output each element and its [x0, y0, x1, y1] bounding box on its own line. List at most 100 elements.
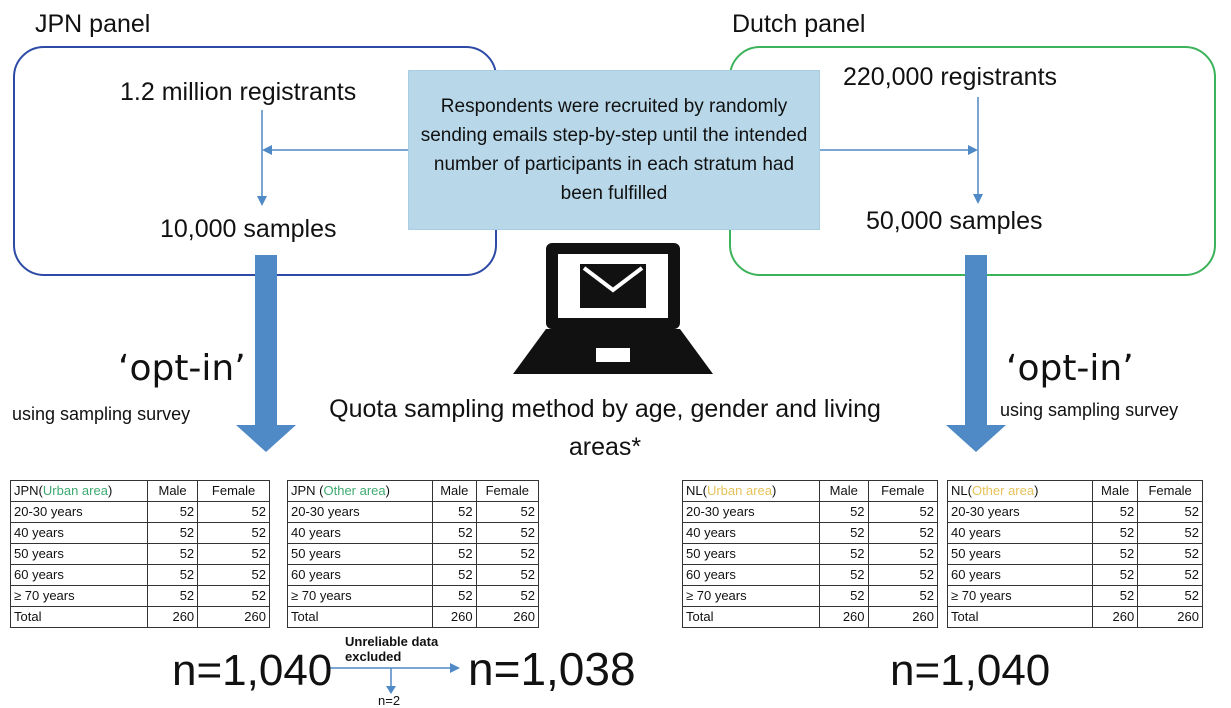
recruitment-note-text: Respondents were recruited by randomly s…	[420, 96, 808, 204]
table-cell: 40 years	[10, 522, 148, 544]
table-cell: 52	[1091, 543, 1139, 565]
table-cell: 260	[867, 606, 939, 628]
jpn-n-final: n=1,038	[468, 643, 636, 695]
jpn-opt-in-sub: using sampling survey	[12, 404, 191, 424]
jpn-other-table: JPN (Other area) Male Female 20-30 years…	[287, 480, 540, 628]
table-cell: 260	[1091, 606, 1139, 628]
table-cell: 52	[1137, 501, 1203, 523]
table-cell: 52	[1137, 585, 1203, 607]
table-cell: 52	[197, 501, 270, 523]
table-cell: 52	[1091, 501, 1139, 523]
jpn-panel-title: JPN panel	[35, 10, 151, 38]
table-header-male: Male	[432, 480, 477, 502]
table-header-row: NL(Urban area) Male Female	[682, 480, 939, 502]
table-cell: 52	[146, 522, 199, 544]
table-cell: 50 years	[682, 543, 820, 565]
table-cell: 40 years	[287, 522, 433, 544]
excluded-label-line2: excluded	[345, 649, 402, 664]
table-header-female: Female	[475, 480, 540, 502]
table-cell: 52	[1091, 522, 1139, 544]
table-cell: 52	[475, 543, 540, 565]
table-cell: Total	[947, 606, 1093, 628]
table-cell: 60 years	[682, 564, 820, 586]
table-cell: 52	[432, 543, 477, 565]
table-header-female: Female	[867, 480, 939, 502]
table-cell: 40 years	[947, 522, 1093, 544]
table-cell: 52	[867, 585, 939, 607]
excluded-label-line1: Unreliable data	[345, 634, 439, 649]
jpn-opt-in-arrow	[236, 255, 296, 452]
table-cell: 260	[475, 606, 540, 628]
dutch-panel-title: Dutch panel	[732, 10, 866, 38]
table-cell: 52	[475, 564, 540, 586]
table-cell: 40 years	[682, 522, 820, 544]
table-cell: 260	[1137, 606, 1203, 628]
table-cell: ≥ 70 years	[947, 585, 1093, 607]
table-cell: 52	[197, 564, 270, 586]
table-cell: 52	[146, 543, 199, 565]
table-cell: 260	[819, 606, 869, 628]
table-cell: 20-30 years	[287, 501, 433, 523]
table-cell: 52	[432, 585, 477, 607]
table-cell: ≥ 70 years	[10, 585, 148, 607]
table-cell: 52	[819, 501, 869, 523]
table-cell: 52	[197, 585, 270, 607]
table-header-row: NL(Other area) Male Female	[947, 480, 1203, 502]
table-cell: 52	[819, 585, 869, 607]
table-cell: 52	[475, 522, 540, 544]
table-header-male: Male	[146, 480, 199, 502]
table-cell: 60 years	[947, 564, 1093, 586]
table-cell: 52	[1137, 522, 1203, 544]
table-cell: 52	[197, 543, 270, 565]
table-header-row: JPN(Urban area) Male Female	[10, 480, 270, 502]
table-header-male: Male	[1091, 480, 1139, 502]
table-cell: 52	[146, 564, 199, 586]
quota-method-text: Quota sampling method by age, gender and…	[329, 395, 881, 461]
table-cell: ≥ 70 years	[682, 585, 820, 607]
table-cell: 52	[1137, 564, 1203, 586]
table-cell: 52	[146, 585, 199, 607]
table-cell: 260	[146, 606, 199, 628]
dutch-n-total: n=1,040	[890, 646, 1051, 695]
table-header-area: JPN (Other area)	[287, 480, 433, 502]
table-header-female: Female	[197, 480, 270, 502]
excluded-label: Unreliable data excluded	[345, 634, 438, 664]
table-cell: 52	[432, 501, 477, 523]
table-cell: 20-30 years	[682, 501, 820, 523]
table-cell: Total	[10, 606, 148, 628]
table-header-area: JPN(Urban area)	[10, 480, 148, 502]
table-header-row: JPN (Other area) Male Female	[287, 480, 540, 502]
table-header-female: Female	[1137, 480, 1203, 502]
table-cell: 50 years	[10, 543, 148, 565]
table-cell: 50 years	[947, 543, 1093, 565]
table-cell: 52	[867, 543, 939, 565]
table-cell: 52	[475, 585, 540, 607]
table-cell: ≥ 70 years	[287, 585, 433, 607]
table-cell: 60 years	[10, 564, 148, 586]
jpn-opt-in-label: ‘opt-in’	[118, 348, 246, 389]
dutch-opt-in-arrow	[946, 255, 1006, 452]
table-cell: 52	[819, 522, 869, 544]
dutch-opt-in-label: ‘opt-in’	[1006, 348, 1134, 389]
